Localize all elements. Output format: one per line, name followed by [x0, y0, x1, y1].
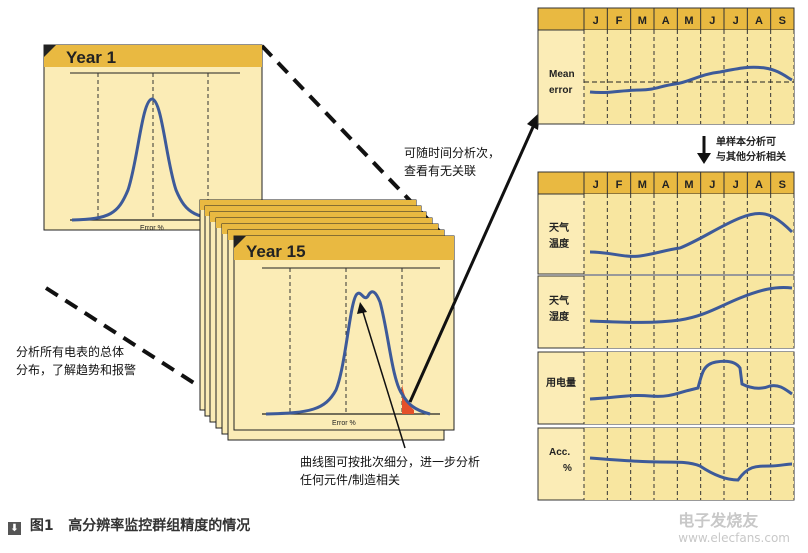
relation-note-1: 单样本分析可: [716, 135, 776, 148]
year1-panel: Year 1 Error %: [43, 44, 263, 232]
mean-error-panel: J F M A M J J A S Mean error: [537, 7, 795, 125]
bottom-month-label: S: [779, 179, 786, 191]
panel-acc-label-2: %: [563, 463, 572, 474]
note-overall-2: 分布，了解趋势和报警: [16, 362, 136, 377]
year15-axis-label: Error %: [332, 420, 356, 427]
error-label: error: [549, 85, 572, 96]
panel-humidity-label-2: 湿度: [549, 310, 570, 323]
correlation-panel-plot: [584, 194, 794, 274]
watermark: 电子发烧友 www.elecfans.com: [678, 507, 790, 545]
curve-arrow: [357, 302, 406, 449]
caption-badge-icon: ⬇: [8, 522, 21, 535]
caption-fig-number: 图1: [29, 518, 54, 534]
top-month-label: J: [733, 15, 739, 27]
panel-temp-label-1: 天气: [549, 221, 569, 234]
tail-arrow: [408, 112, 540, 403]
note-curve-1: 曲线图可按批次细分，进一步分析: [300, 454, 480, 469]
relation-arrow: 单样本分析可 与其他分析相关: [697, 135, 786, 164]
year15-title: Year 15: [246, 242, 306, 261]
watermark-name: 电子发烧友: [678, 511, 759, 530]
note-overall-1: 分析所有电表的总体: [16, 344, 124, 359]
year1-title: Year 1: [66, 48, 116, 67]
caption-text: 高分辨率监控群组精度的情况: [68, 518, 251, 534]
bottom-month-label: J: [593, 179, 599, 191]
year1-axis-label: Error %: [140, 225, 164, 232]
annotations: 可随时间分析次， 查看有无关联 分析所有电表的总体 分布，了解趋势和报警 曲线图…: [16, 145, 500, 487]
correlation-panels: J F M A M J J A S 天气 温度 天气 湿度 用电量 Acc. %: [537, 171, 795, 501]
bottom-month-label: A: [662, 179, 670, 191]
panel-temp-label-2: 温度: [549, 237, 570, 250]
bottom-month-label: A: [755, 179, 763, 191]
top-month-label: A: [755, 15, 763, 27]
top-month-label: A: [662, 15, 670, 27]
figure-caption: ⬇ 图1 高分辨率监控群组精度的情况: [8, 515, 250, 535]
panel-acc-label-1: Acc.: [549, 447, 570, 458]
note-time-analysis-2: 查看有无关联: [404, 164, 476, 178]
top-month-label: M: [638, 15, 647, 27]
correlation-panel-plot: [584, 276, 794, 348]
watermark-url: www.elecfans.com: [678, 531, 790, 545]
top-month-label: M: [684, 15, 693, 27]
note-time-analysis-1: 可随时间分析次，: [404, 145, 500, 160]
top-month-label: J: [709, 15, 715, 27]
panel-humidity-label-1: 天气: [549, 294, 569, 307]
bottom-month-label: J: [709, 179, 715, 191]
relation-note-2: 与其他分析相关: [716, 150, 786, 163]
top-month-label: S: [779, 15, 786, 27]
bottom-month-label: F: [616, 179, 623, 191]
bottom-month-label: M: [684, 179, 693, 191]
note-curve-2: 任何元件/制造相关: [300, 473, 400, 487]
bottom-month-label: M: [638, 179, 647, 191]
year15-panel: Year 15 Error %: [233, 235, 455, 431]
panel-power-label: 用电量: [545, 376, 576, 389]
mean-label: Mean: [549, 69, 575, 80]
top-month-label: F: [616, 15, 623, 27]
bottom-month-label: J: [733, 179, 739, 191]
top-month-label: J: [593, 15, 599, 27]
